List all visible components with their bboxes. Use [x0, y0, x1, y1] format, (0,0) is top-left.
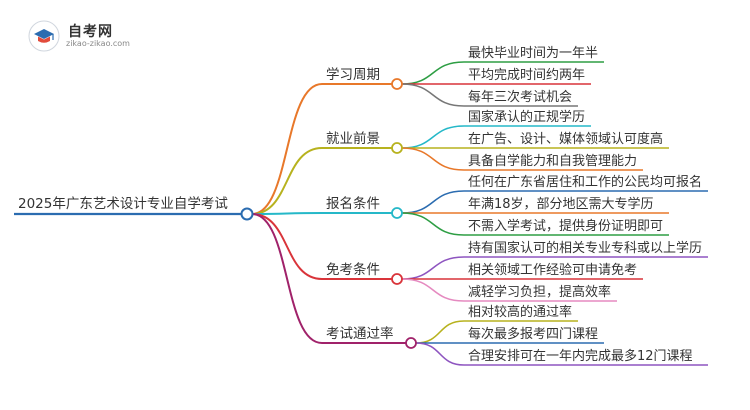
leaf-topic[interactable]: 平均完成时间约两年 — [468, 68, 585, 83]
leaf-topic[interactable]: 不需入学考试，提供身份证明即可 — [468, 218, 663, 234]
branch-node[interactable] — [391, 142, 403, 154]
logo-title: 自考网 — [68, 24, 113, 40]
branch-node[interactable] — [405, 337, 417, 349]
leaf-connector — [401, 212, 465, 236]
branch-topic[interactable]: 就业前景 — [326, 130, 380, 147]
leaf-topic[interactable]: 具备自学能力和自我管理能力 — [468, 153, 637, 169]
branch-connector — [251, 212, 323, 215]
branch-connector — [251, 147, 323, 215]
leaf-topic[interactable]: 国家承认的正规学历 — [468, 109, 585, 125]
leaf-connector — [401, 61, 465, 85]
branch-node[interactable] — [391, 207, 403, 219]
leaf-topic[interactable]: 减轻学习负担，提高效率 — [468, 284, 611, 300]
leaf-connector — [401, 83, 465, 107]
branch-connector — [251, 83, 323, 215]
leaf-topic[interactable]: 合理安排可在一年内完成最多12门课程 — [468, 348, 693, 364]
leaf-topic[interactable]: 相关领域工作经验可申请免考 — [468, 262, 637, 278]
leaf-connector — [401, 147, 465, 171]
graduation-cap-icon — [28, 20, 60, 52]
leaf-connector — [415, 342, 465, 366]
logo-subtitle: zikao-zikao.com — [66, 39, 130, 48]
leaf-connector — [401, 125, 465, 149]
leaf-topic[interactable]: 持有国家认可的相关专业专科或以上学历 — [468, 240, 702, 256]
branch-connector — [251, 213, 323, 344]
leaf-topic[interactable]: 相对较高的通过率 — [468, 304, 572, 320]
leaf-topic[interactable]: 最快毕业时间为一年半 — [468, 46, 598, 61]
branch-topic[interactable]: 学习周期 — [326, 67, 380, 83]
leaf-connector — [401, 190, 465, 214]
leaf-connector — [415, 320, 465, 344]
branch-node[interactable] — [391, 78, 403, 90]
site-logo[interactable]: 自考网 zikao-zikao.com — [28, 18, 148, 52]
branch-topic[interactable]: 报名条件 — [326, 195, 380, 212]
leaf-connector — [401, 256, 465, 280]
branch-topic[interactable]: 考试通过率 — [326, 325, 394, 342]
leaf-topic[interactable]: 年满18岁，部分地区需大专学历 — [468, 196, 654, 212]
leaf-topic[interactable]: 每次最多报考四门课程 — [468, 326, 598, 342]
branch-connector — [251, 213, 323, 280]
branch-node[interactable] — [391, 273, 403, 285]
root-node[interactable] — [240, 207, 254, 221]
leaf-topic[interactable]: 任何在广东省居住和工作的公民均可报名 — [468, 174, 702, 190]
leaf-topic[interactable]: 在广告、设计、媒体领域认可度高 — [468, 131, 663, 147]
leaf-topic[interactable]: 每年三次考试机会 — [468, 89, 572, 105]
root-topic[interactable]: 2025年广东艺术设计专业自学考试 — [18, 196, 228, 212]
leaf-connector — [401, 278, 465, 302]
branch-topic[interactable]: 免考条件 — [326, 261, 380, 278]
